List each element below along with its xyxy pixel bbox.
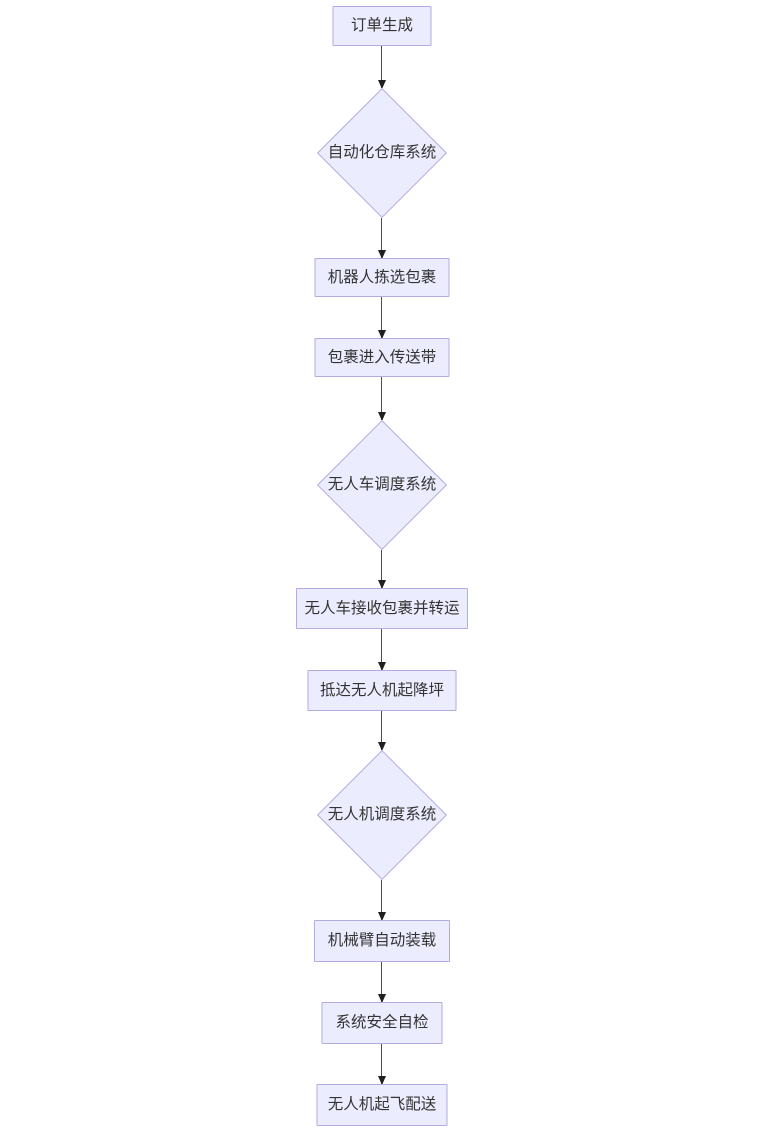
node-label: 无人车调度系统 — [327, 476, 437, 494]
node-drone-takeoff-delivery: 无人机起飞配送 — [316, 1084, 448, 1126]
node-label: 订单生成 — [350, 17, 413, 35]
node-label: 无人机起飞配送 — [327, 1096, 437, 1114]
arrow-down-icon — [377, 80, 386, 89]
node-robotic-arm-auto-loading: 机械臂自动装载 — [314, 920, 450, 962]
node-automated-warehouse-system: 自动化仓库系统 — [316, 87, 448, 219]
node-label: 系统安全自检 — [335, 1014, 429, 1032]
node-label: 机器人拣选包裹 — [327, 268, 437, 286]
arrow-down-icon — [377, 250, 386, 259]
node-label: 机械臂自动装载 — [327, 932, 437, 950]
node-package-enters-conveyor: 包裹进入传送带 — [314, 338, 450, 377]
node-label: 无人机调度系统 — [327, 806, 437, 824]
arrow-down-icon — [377, 994, 386, 1003]
arrow-down-icon — [377, 1076, 386, 1085]
flow-arrow-8 — [377, 880, 386, 921]
node-label: 自动化仓库系统 — [327, 144, 437, 162]
node-ugv-dispatch-system: 无人车调度系统 — [316, 419, 448, 551]
node-label: 包裹进入传送带 — [327, 348, 437, 366]
flow-arrow-4 — [377, 377, 386, 421]
arrow-down-icon — [377, 330, 386, 339]
arrow-down-icon — [377, 662, 386, 671]
flow-arrow-5 — [377, 550, 386, 589]
arrow-down-icon — [377, 412, 386, 421]
flow-arrow-1 — [377, 46, 386, 89]
arrow-down-icon — [377, 912, 386, 921]
arrow-down-icon — [377, 580, 386, 589]
flow-arrow-9 — [377, 962, 386, 1003]
node-ugv-receives-and-transfers: 无人车接收包裹并转运 — [296, 588, 468, 629]
node-label: 抵达无人机起降坪 — [319, 681, 444, 699]
node-label: 无人车接收包裹并转运 — [304, 599, 460, 617]
node-drone-dispatch-system: 无人机调度系统 — [316, 749, 448, 881]
flow-arrow-2 — [377, 218, 386, 259]
flow-arrow-7 — [377, 711, 386, 751]
node-system-safety-self-check: 系统安全自检 — [321, 1002, 443, 1044]
node-arrive-drone-landing-pad: 抵达无人机起降坪 — [307, 670, 457, 711]
node-order-generated: 订单生成 — [332, 6, 432, 46]
node-robot-picks-package: 机器人拣选包裹 — [314, 258, 450, 297]
flow-arrow-6 — [377, 629, 386, 671]
flow-arrow-3 — [377, 297, 386, 339]
arrow-down-icon — [377, 742, 386, 751]
flow-arrow-10 — [377, 1044, 386, 1085]
